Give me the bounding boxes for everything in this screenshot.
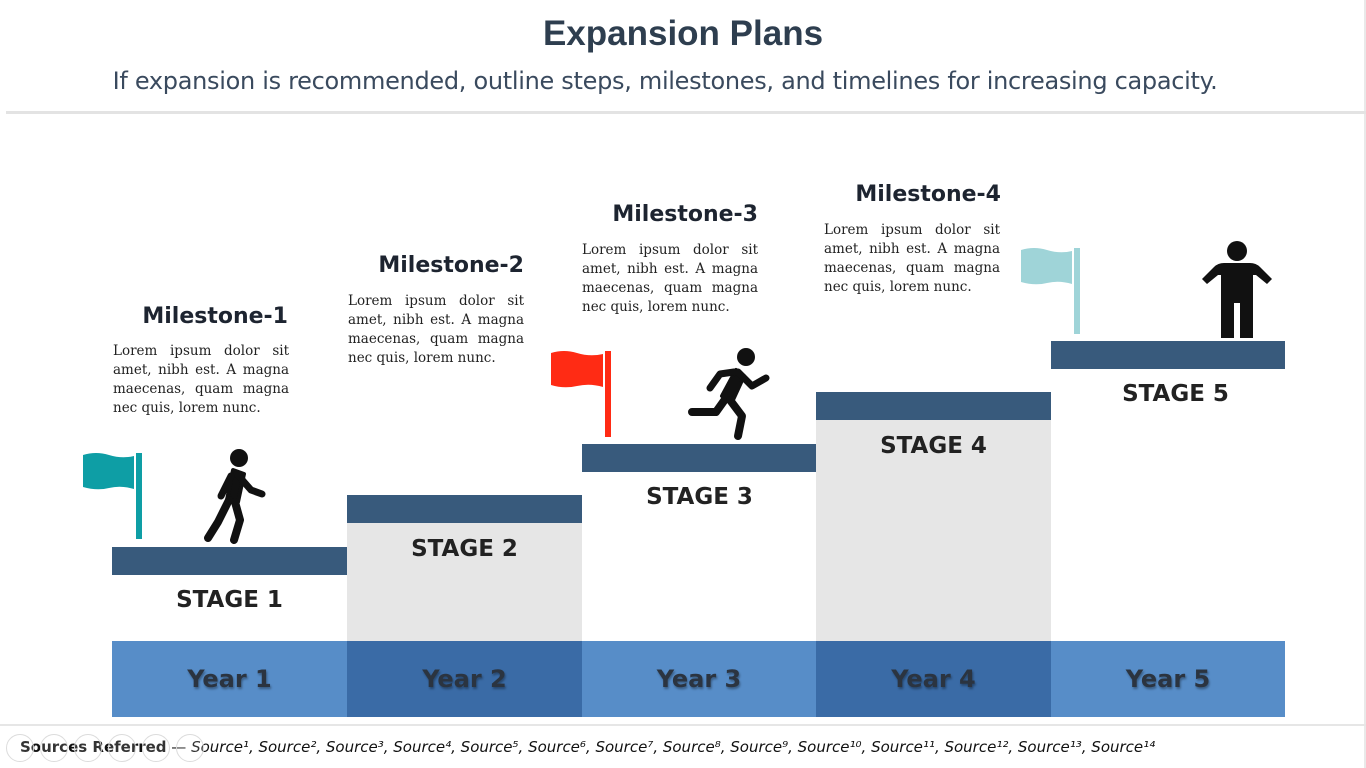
stage-2-label: STAGE 2	[411, 536, 518, 562]
milestone-3-title: Milestone-3	[612, 202, 758, 227]
stage-3-label: STAGE 3	[646, 484, 753, 510]
stage-4-bar	[816, 392, 1051, 420]
slide-edge	[1364, 0, 1366, 768]
stage-2-block	[347, 523, 582, 641]
stage-5-label: STAGE 5	[1122, 381, 1229, 407]
stage-3-bar	[582, 444, 816, 472]
running-person-icon	[688, 348, 770, 440]
year-2-band: Year 2	[347, 641, 582, 717]
milestone-3-text: Lorem ipsum dolor sit amet, nibh est. A …	[582, 242, 758, 315]
stage-1-bar	[112, 547, 347, 575]
pen-tool-button[interactable]	[74, 734, 102, 762]
stage-2-bar	[347, 495, 582, 523]
milestone-1-text: Lorem ipsum dolor sit amet, nibh est. A …	[113, 343, 289, 416]
zoom-button[interactable]	[142, 734, 170, 762]
header-divider	[6, 111, 1366, 114]
milestone-4-text: Lorem ipsum dolor sit amet, nibh est. A …	[824, 222, 1000, 295]
stage-5-bar	[1051, 341, 1285, 369]
slides-grid-button[interactable]	[108, 734, 136, 762]
previous-slide-button[interactable]	[6, 734, 34, 762]
year-3-band: Year 3	[582, 641, 816, 717]
milestone-2-title: Milestone-2	[378, 253, 524, 278]
presentation-toolbar	[6, 734, 204, 762]
stage-4-block	[816, 420, 1051, 641]
footer-divider	[0, 724, 1366, 726]
walking-person-icon	[204, 449, 266, 544]
milestone-4-title: Milestone-4	[855, 182, 1001, 207]
stage-4-label: STAGE 4	[880, 433, 987, 459]
flag-icon	[83, 453, 142, 539]
standing-person-icon	[1202, 241, 1272, 338]
year-5-band: Year 5	[1051, 641, 1285, 717]
year-1-band: Year 1	[112, 641, 347, 717]
flag-icon	[1021, 248, 1080, 334]
year-4-band: Year 4	[816, 641, 1051, 717]
page-title: Expansion Plans	[542, 14, 824, 53]
milestone-2-text: Lorem ipsum dolor sit amet, nibh est. A …	[348, 293, 524, 366]
sources-list: Source¹, Source², Source³, Source⁴, Sour…	[191, 738, 1156, 756]
page-subtitle: If expansion is recommended, outline ste…	[112, 67, 1218, 95]
next-slide-button[interactable]	[40, 734, 68, 762]
more-options-button[interactable]	[176, 734, 204, 762]
stage-1-label: STAGE 1	[176, 587, 283, 613]
milestone-1-title: Milestone-1	[142, 304, 288, 329]
flag-icon	[551, 351, 611, 437]
